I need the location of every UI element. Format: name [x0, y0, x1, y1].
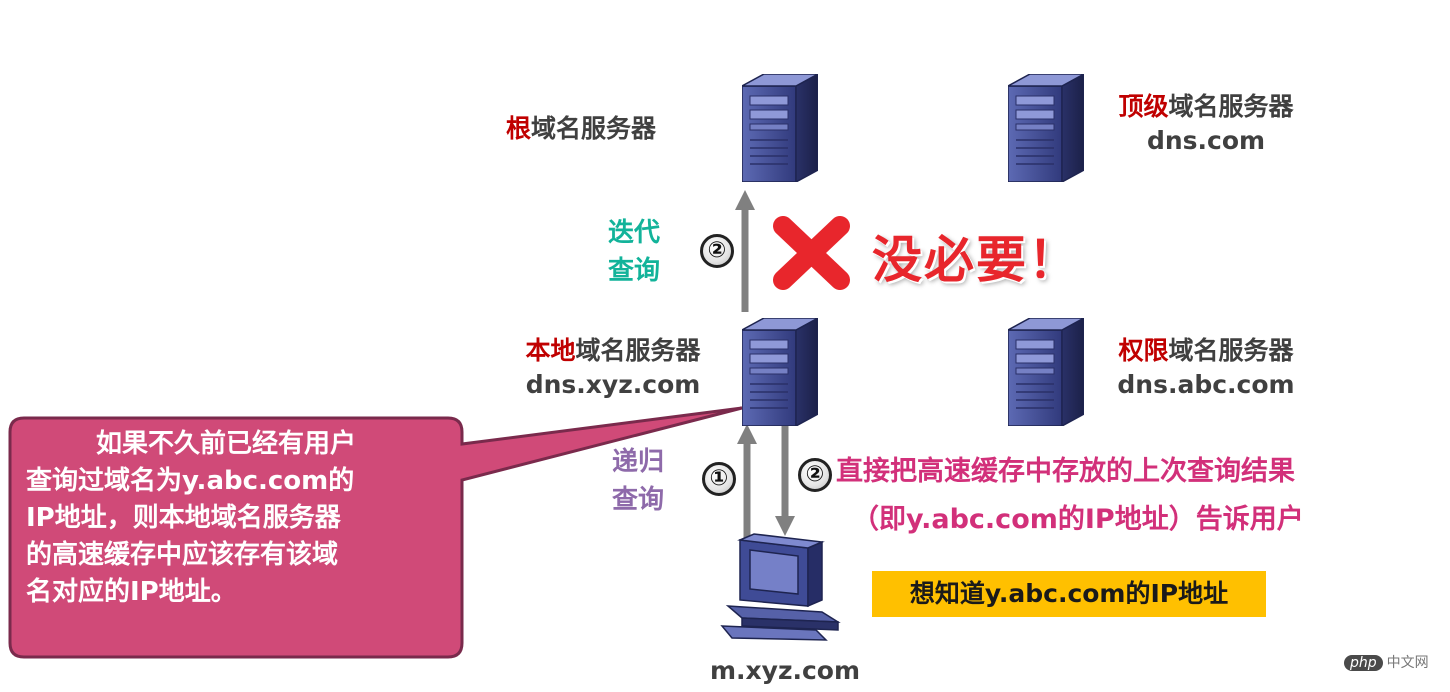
callout-text: 如果不久前已经有用户 查询过域名为y.abc.com的 IP地址，则本地域名服务…	[26, 429, 357, 607]
authoritative-server-name: dns.abc.com	[1117, 369, 1295, 399]
reply-text-line1: 直接把高速缓存中存放的上次查询结果	[836, 456, 1295, 487]
authoritative-server-label: 权限域名服务器 dns.abc.com	[1100, 334, 1312, 402]
watermark-logo: php	[1344, 655, 1383, 671]
tld-server-name: dns.com	[1146, 125, 1266, 155]
authoritative-server-icon	[1008, 318, 1084, 426]
client-name: m.xyz.com	[709, 656, 861, 685]
computer-icon	[720, 533, 841, 641]
recursive-query-label: 递归 查询	[612, 447, 665, 515]
root-server-label: 根域名服务器	[506, 114, 657, 143]
reply-arrow	[775, 424, 795, 536]
cross-mark-icon	[773, 216, 850, 290]
client-query-box: 想知道y.abc.com的IP地址	[872, 571, 1266, 617]
not-needed-text: 没必要！	[872, 231, 1080, 289]
step-number-iterative: ②	[700, 234, 734, 268]
tld-server-icon	[1008, 74, 1084, 182]
local-server-icon	[742, 318, 818, 426]
step-number-recursive: ①	[702, 462, 736, 496]
recursive-query-arrow	[737, 424, 757, 538]
iterative-query-arrow	[735, 190, 755, 312]
tld-server-label: 顶级域名服务器 dns.com	[1100, 90, 1312, 158]
local-server-name: dns.xyz.com	[525, 369, 701, 399]
iterative-query-label: 迭代 查询	[608, 218, 661, 286]
step-number-reply: ②	[798, 458, 832, 492]
root-server-icon	[742, 74, 818, 182]
reply-text-line2: （即y.abc.com的IP地址）告诉用户	[852, 504, 1304, 535]
local-server-label: 本地域名服务器 dns.xyz.com	[506, 334, 720, 402]
callout-bubble	[8, 406, 743, 659]
